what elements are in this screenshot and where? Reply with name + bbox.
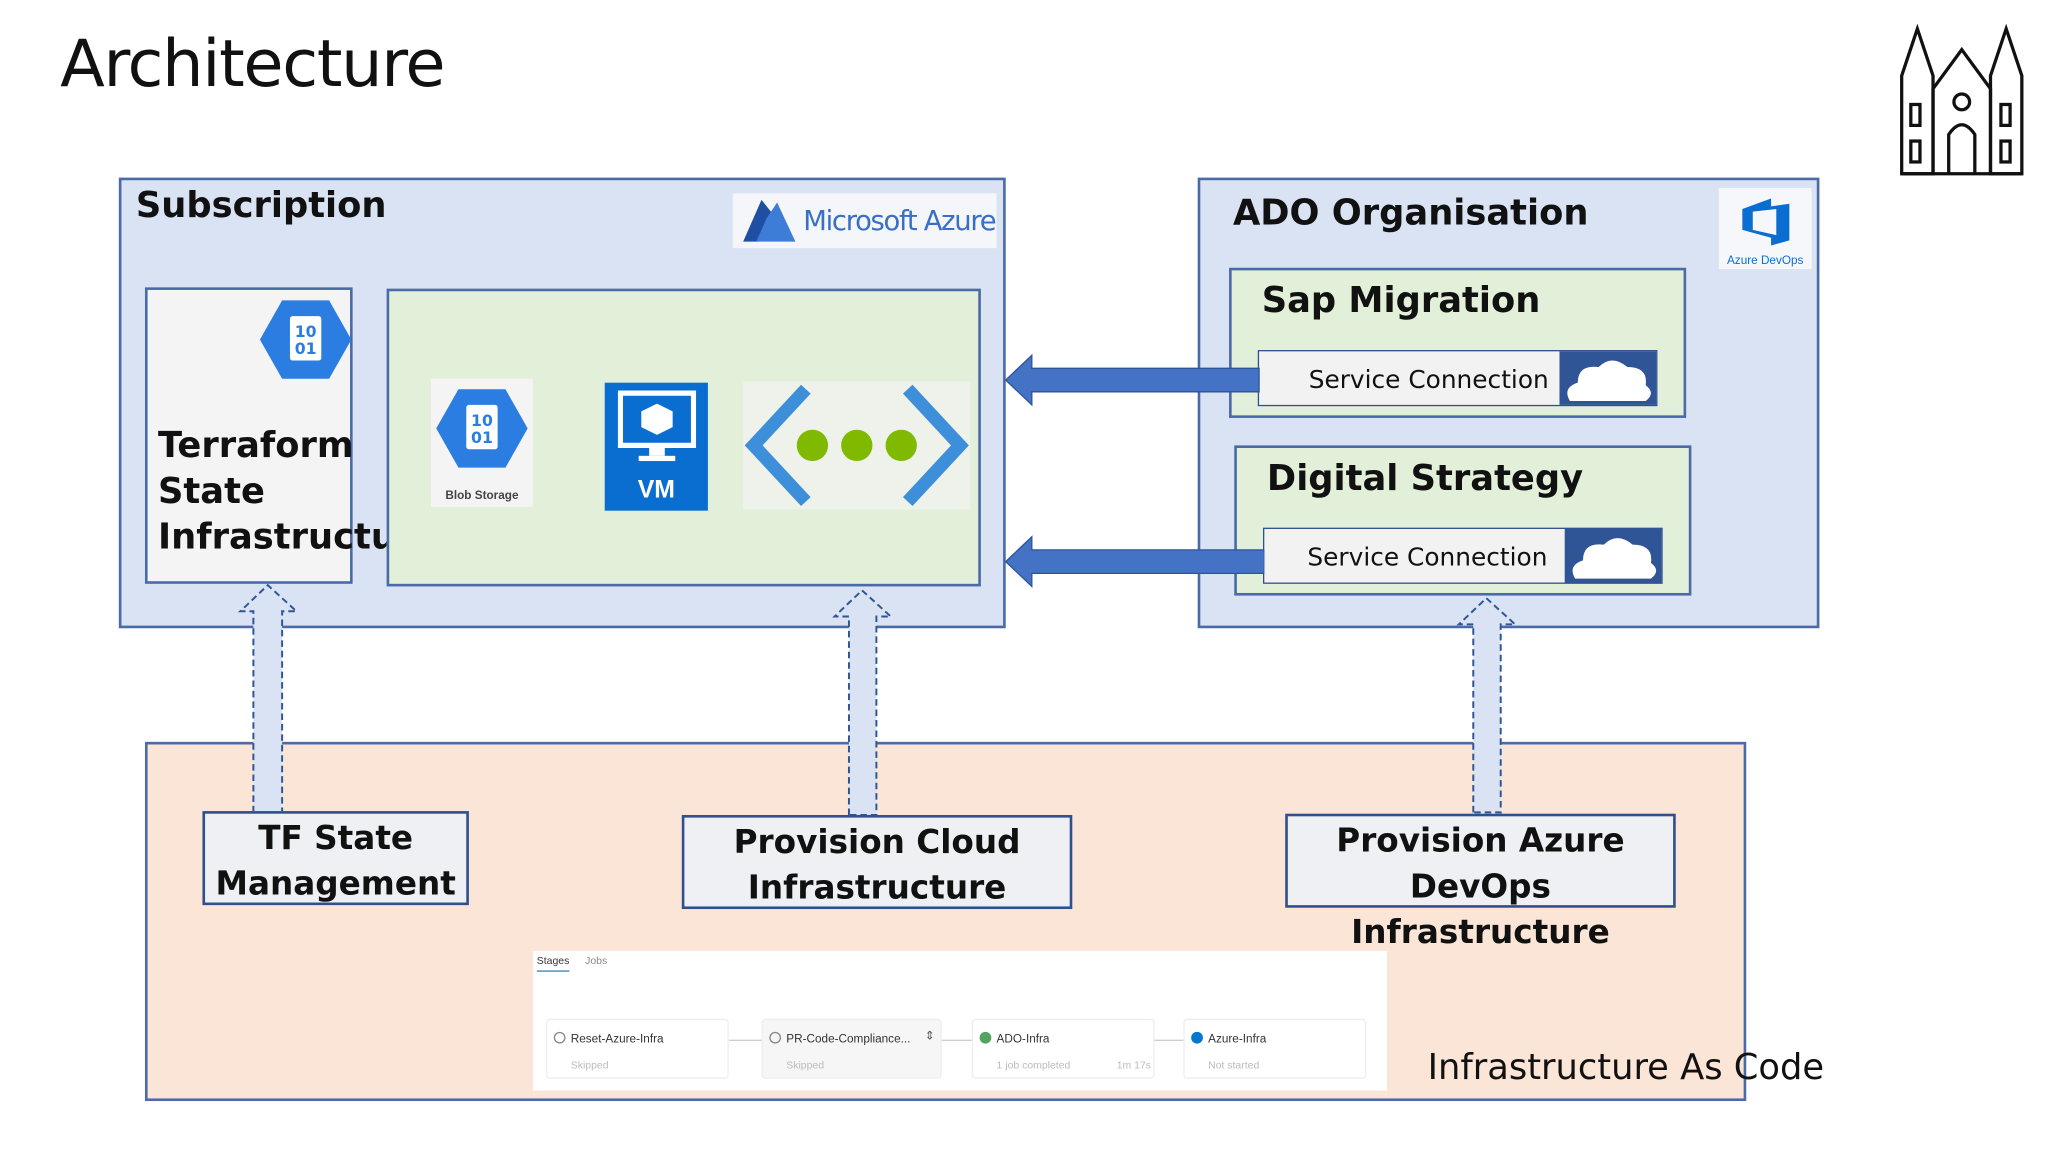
- monitor-icon: [617, 390, 697, 462]
- pipeline-stages-view: Stages Jobs Reset-Azure-Infra Skipped PR…: [532, 950, 1388, 1091]
- service-connection[interactable]: Service Connection: [1257, 350, 1658, 407]
- skipped-icon: [553, 1031, 566, 1044]
- microsoft-azure-logo: Microsoft Azure: [732, 193, 997, 249]
- arrow-left-icon: [1004, 535, 1265, 588]
- arrow-up-icon: [832, 589, 894, 816]
- azure-devops-logo: Azure DevOps: [1718, 188, 1812, 270]
- svg-text:10: 10: [295, 322, 317, 341]
- project-name: Digital Strategy: [1266, 458, 1584, 499]
- virtual-network-icon: [744, 384, 969, 506]
- success-check-icon: [979, 1031, 992, 1044]
- subscription-label: Subscription: [135, 185, 387, 226]
- service-connection-arrows: [1004, 353, 1265, 588]
- svg-text:10: 10: [471, 411, 493, 430]
- azure-devops-icon: [1742, 198, 1790, 246]
- cloud-icon: [1564, 528, 1662, 583]
- tab-jobs[interactable]: Jobs: [585, 954, 608, 967]
- not-started-icon: [1191, 1031, 1203, 1044]
- pipeline-stage[interactable]: ADO-Infra 1 job completed 1m 17s: [971, 1018, 1155, 1079]
- pipeline-stage[interactable]: Azure-Infra Not started: [1183, 1018, 1367, 1079]
- cathedral-icon: [1900, 23, 2024, 176]
- skipped-icon: [769, 1031, 782, 1044]
- page-title: Architecture: [60, 26, 445, 102]
- pipeline-stage[interactable]: PR-Code-Compliance... ⇕ Skipped: [761, 1018, 942, 1079]
- service-connection[interactable]: Service Connection: [1262, 527, 1663, 584]
- ado-organisation-label: ADO Organisation: [1232, 193, 1589, 234]
- azure-logo-icon: [743, 199, 796, 242]
- project-name: Sap Migration: [1261, 280, 1541, 322]
- tab-stages[interactable]: Stages: [536, 955, 570, 972]
- arrow-left-icon: [1004, 353, 1260, 407]
- svg-text:01: 01: [471, 428, 493, 447]
- virtual-network-resource: [743, 381, 971, 510]
- arrow-up-icon: [1456, 596, 1518, 814]
- pipeline-stage[interactable]: Reset-Azure-Infra Skipped: [545, 1018, 729, 1079]
- arrow-up-icon: [237, 583, 300, 814]
- cloud-icon: [1559, 351, 1657, 405]
- vm-resource: VM: [604, 382, 708, 511]
- provision-azure-devops-infrastructure-box: Provision Azure DevOps Infrastructure: [1285, 813, 1676, 951]
- tf-state-management-box: TF State Management: [202, 811, 469, 906]
- infrastructure-as-code-label: Infrastructure As Code: [1427, 1047, 1825, 1088]
- expand-icon[interactable]: ⇕: [924, 1029, 935, 1043]
- provision-cloud-infrastructure-box: Provision Cloud Infrastructure: [681, 815, 1073, 910]
- svg-text:01: 01: [295, 339, 317, 358]
